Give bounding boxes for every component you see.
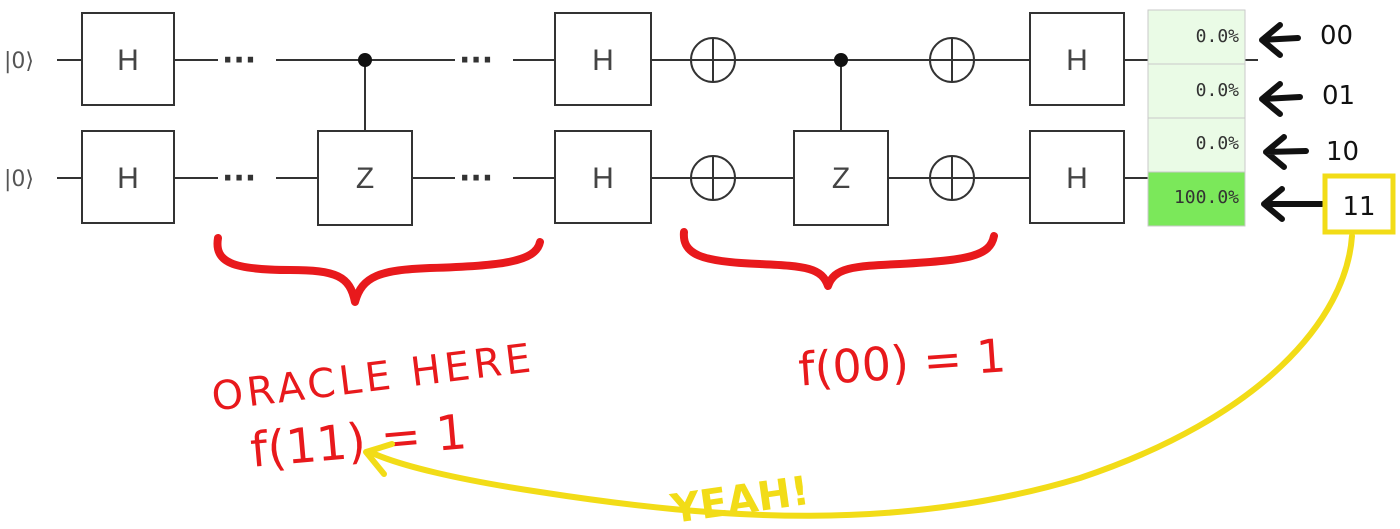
yeah-annotation: YEAH! (667, 468, 812, 529)
diffuser-annotation: f(00) = 1 (797, 328, 1008, 396)
state-arrow-11: 11 (1261, 173, 1396, 235)
h-gate-q1-col2: H (554, 130, 652, 224)
probability-cell-11 (1147, 171, 1246, 227)
probability-value-10: 0.0% (1196, 133, 1240, 154)
oracle-controlled-z: Z (317, 53, 413, 226)
svg-text:Z: Z (832, 162, 850, 195)
svg-text:Z: Z (356, 162, 374, 195)
diffuser-brace (679, 228, 998, 290)
qubit-0-init-label: |0⟩ (4, 49, 34, 74)
highlight-box-11 (1322, 173, 1396, 235)
probability-cell-10 (1147, 117, 1246, 173)
svg-text:H: H (1066, 44, 1088, 77)
probability-value-00: 0.0% (1196, 26, 1240, 47)
x-gate-q0-b (929, 37, 975, 83)
probability-cell-01 (1147, 63, 1246, 119)
h-gate-q1-col1: H (81, 130, 175, 224)
yeah-arrowhead (363, 441, 395, 477)
x-gate-q0-a (690, 37, 736, 83)
qubit-1-init-label: |0⟩ (4, 167, 34, 192)
oracle-annotation-line2: f(11) = 1 (248, 404, 469, 479)
state-label-10: 10 (1326, 137, 1359, 167)
h-gate-q0-col3: H (1029, 12, 1125, 106)
ellipsis-q1-b: ··· (459, 161, 493, 196)
state-arrow-01: 01 (1259, 81, 1355, 117)
h-gate-q1-col3: H (1029, 130, 1125, 224)
state-arrow-00: 00 (1259, 21, 1353, 58)
ellipsis-q1-a: ··· (222, 161, 256, 196)
oracle-annotation-line1: ORACLE HERE (209, 335, 537, 420)
state-label-00: 00 (1320, 21, 1353, 51)
ellipsis-q0-a: ··· (222, 43, 256, 78)
svg-text:H: H (117, 44, 139, 77)
h-gate-q0-col2: H (554, 12, 652, 106)
yeah-curve-arrow (367, 233, 1355, 519)
oracle-brace (213, 234, 544, 306)
state-arrow-10: 10 (1263, 134, 1359, 170)
svg-text:H: H (592, 162, 614, 195)
probability-value-01: 0.0% (1196, 80, 1240, 101)
svg-text:H: H (1066, 162, 1088, 195)
state-label-11: 11 (1342, 192, 1375, 222)
h-gate-q0-col1: H (81, 12, 175, 106)
probability-value-11: 100.0% (1174, 187, 1239, 208)
x-gate-q1-a (690, 155, 736, 201)
svg-text:H: H (117, 162, 139, 195)
ellipsis-q0-b: ··· (459, 43, 493, 78)
x-gate-q1-b (929, 155, 975, 201)
probability-cell-00 (1147, 9, 1246, 65)
diffuser-controlled-z: Z (793, 53, 889, 226)
svg-text:H: H (592, 44, 614, 77)
state-label-01: 01 (1322, 81, 1355, 111)
probability-display: 0.0% 0.0% 0.0% 100.0% (1147, 9, 1246, 227)
